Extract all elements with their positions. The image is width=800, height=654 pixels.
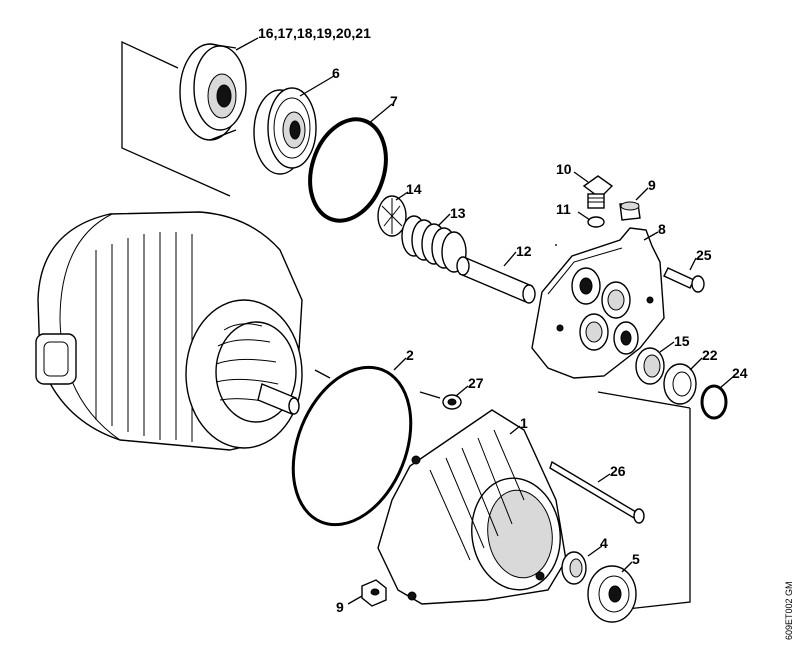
label-25: 25 bbox=[696, 247, 712, 263]
label-26: 26 bbox=[610, 463, 626, 479]
label-1: 1 bbox=[520, 415, 528, 431]
o-ring-part-24[interactable] bbox=[700, 384, 728, 420]
seal-ring-part-11[interactable] bbox=[587, 216, 605, 228]
spring-part-13[interactable] bbox=[401, 215, 467, 273]
bearing-ring-part-6[interactable] bbox=[253, 87, 317, 175]
drawing-reference: 609ET002 GM bbox=[784, 581, 794, 640]
label-15: 15 bbox=[674, 333, 690, 349]
bolt-part-26[interactable] bbox=[549, 460, 645, 524]
label-2: 2 bbox=[406, 347, 414, 363]
label-4: 4 bbox=[600, 535, 608, 551]
electric-motor[interactable] bbox=[35, 211, 303, 451]
label-7: 7 bbox=[390, 93, 398, 109]
assembly-frame bbox=[121, 40, 691, 613]
part-labels: 16,17,18,19,20,21 6 7 14 13 12 10 11 9 8… bbox=[258, 25, 748, 615]
label-24: 24 bbox=[732, 365, 748, 381]
plug-part-10[interactable] bbox=[582, 175, 614, 209]
screw-part-25[interactable] bbox=[663, 267, 705, 293]
label-16-21: 16,17,18,19,20,21 bbox=[258, 25, 371, 41]
o-ring-part-7[interactable] bbox=[298, 109, 399, 230]
flange-housing-part-1[interactable] bbox=[377, 409, 567, 605]
label-14: 14 bbox=[406, 181, 422, 197]
ring-part-22[interactable] bbox=[663, 363, 697, 405]
label-12: 12 bbox=[516, 243, 532, 259]
label-27: 27 bbox=[468, 375, 484, 391]
nut-part-9-bottom[interactable] bbox=[361, 579, 387, 607]
nut-part-27[interactable] bbox=[442, 394, 462, 410]
label-9-bottom: 9 bbox=[336, 599, 344, 615]
o-ring-part-2[interactable] bbox=[271, 350, 433, 543]
ball-bearing-part-5[interactable] bbox=[587, 565, 637, 623]
label-5: 5 bbox=[632, 551, 640, 567]
bearing-cover-part-16[interactable] bbox=[179, 43, 247, 141]
label-10: 10 bbox=[556, 161, 572, 177]
label-8: 8 bbox=[658, 221, 666, 237]
cap-nut-part-9-top[interactable] bbox=[619, 201, 641, 221]
seal-part-4[interactable] bbox=[561, 551, 587, 585]
valve-star-part-14[interactable] bbox=[377, 195, 407, 237]
label-11: 11 bbox=[556, 201, 571, 217]
leader-lines bbox=[235, 37, 735, 605]
pump-head-part-8[interactable] bbox=[531, 227, 665, 379]
label-22: 22 bbox=[702, 347, 718, 363]
piston-part-12[interactable] bbox=[456, 256, 536, 304]
label-6: 6 bbox=[332, 65, 340, 81]
label-9-top: 9 bbox=[648, 177, 656, 193]
seal-part-15[interactable] bbox=[635, 347, 665, 385]
label-13: 13 bbox=[450, 205, 466, 221]
